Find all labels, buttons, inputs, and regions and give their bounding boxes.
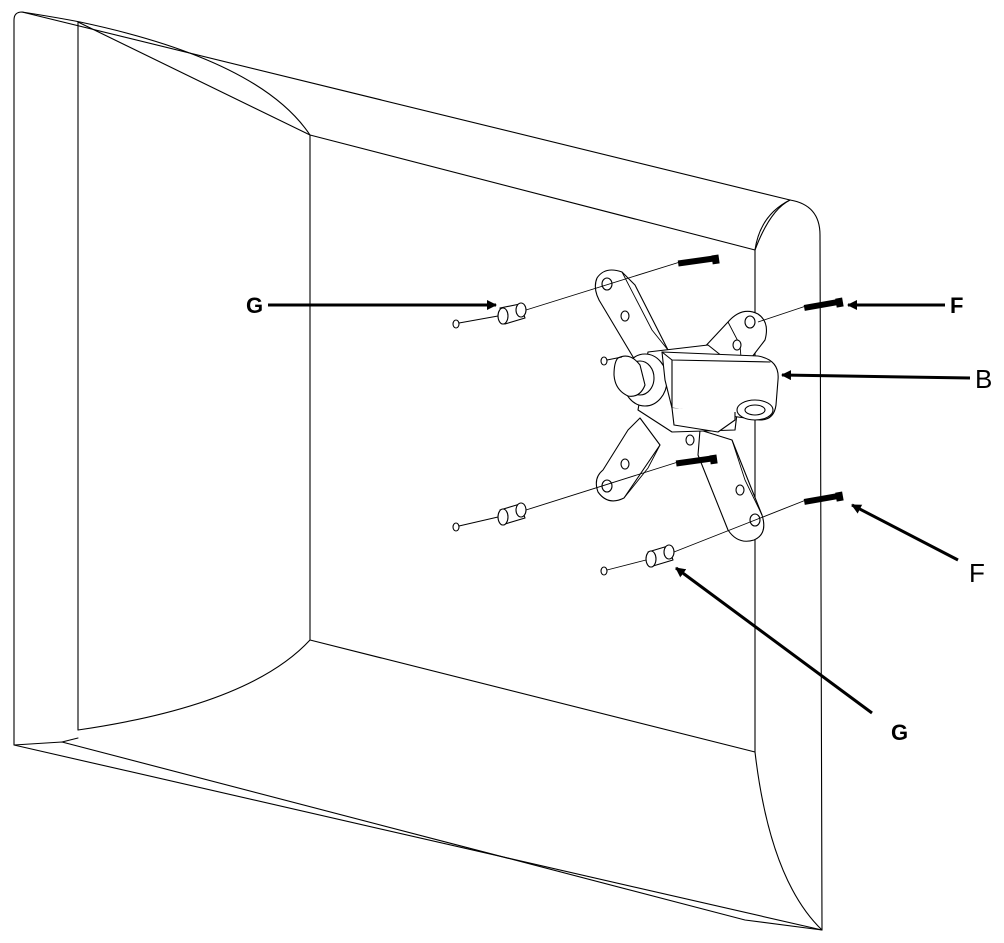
label-g-bottom: G bbox=[891, 720, 908, 745]
vesa-bracket bbox=[594, 269, 779, 542]
spacer-middle bbox=[497, 502, 527, 526]
label-g-top: G bbox=[246, 293, 263, 318]
spacers bbox=[497, 302, 675, 568]
screw-top-right bbox=[803, 297, 844, 311]
label-f-bottom: F bbox=[969, 558, 985, 588]
screw-lower-right bbox=[803, 491, 844, 505]
monitor-back bbox=[13, 11, 823, 931]
alignment-lines bbox=[458, 261, 807, 571]
spacer-bottom bbox=[645, 544, 675, 568]
arrow-f-bottom bbox=[851, 503, 959, 562]
arrow-b bbox=[781, 370, 971, 381]
screw-lower-left bbox=[675, 454, 718, 467]
callout-arrows bbox=[268, 300, 971, 715]
label-b: B bbox=[975, 364, 992, 394]
mount-holes bbox=[452, 319, 608, 576]
arrow-g-bottom bbox=[675, 566, 873, 715]
spacer-top bbox=[497, 302, 527, 325]
screw-top-left bbox=[677, 254, 720, 267]
screws bbox=[675, 254, 844, 505]
label-f-top: F bbox=[950, 293, 963, 318]
